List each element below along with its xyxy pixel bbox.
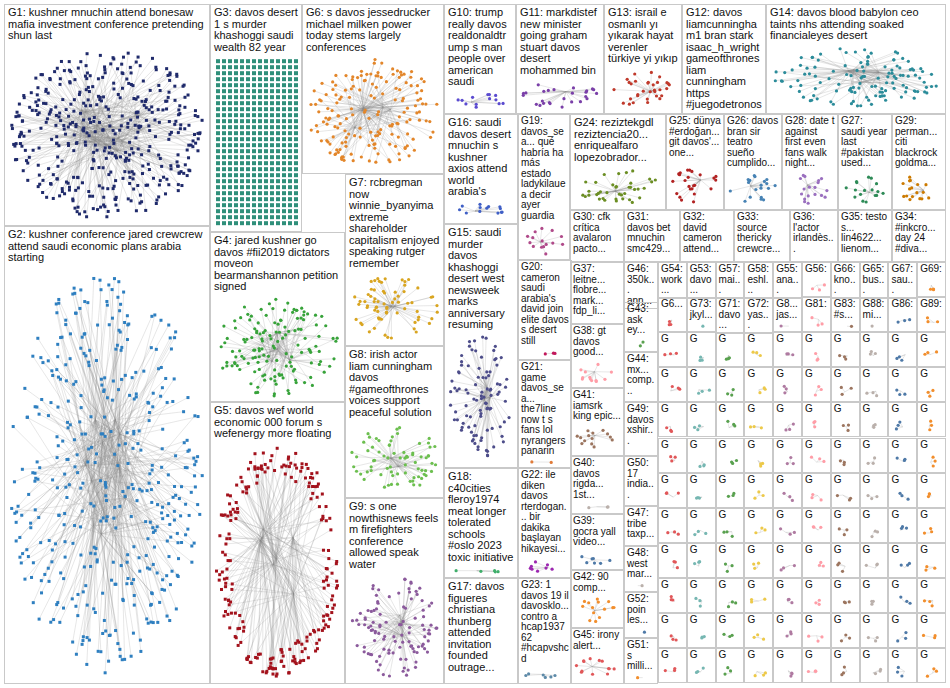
graph-canvas: G1: kushner mnuchin attend bonesaw mafia… [0, 0, 950, 688]
